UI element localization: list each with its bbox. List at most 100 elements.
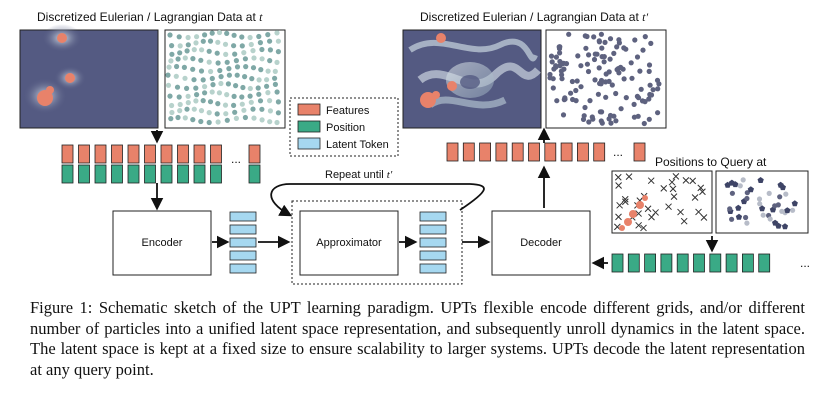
feature-token — [560, 142, 573, 162]
particle-dot — [274, 30, 280, 36]
particle-dot — [174, 63, 180, 70]
feature-token — [144, 144, 156, 164]
particle-dot — [249, 76, 255, 82]
feature-token — [78, 144, 90, 164]
particle-dot — [554, 98, 560, 104]
particle-dot — [631, 114, 638, 120]
output-feature-token-row — [446, 142, 646, 162]
particle-dot — [242, 114, 248, 121]
particle-dot — [607, 36, 614, 42]
particle-dot — [168, 58, 174, 64]
particle-dot — [259, 56, 265, 62]
position-token — [78, 164, 90, 184]
particle-dot — [168, 116, 174, 122]
figure-caption: Figure 1: Schematic sketch of the UPT le… — [30, 298, 805, 379]
query-pentagon-mark — [735, 204, 742, 211]
particle-dot — [585, 68, 592, 75]
particle-dot — [275, 49, 281, 55]
particle-dot — [548, 53, 555, 59]
query-cross-mark — [616, 201, 623, 209]
particle-dot — [594, 51, 600, 57]
particle-dot — [241, 50, 247, 56]
particle-dot — [558, 68, 565, 74]
object-blob — [642, 195, 648, 201]
position-token — [709, 253, 722, 273]
particle-dot — [251, 55, 257, 61]
particle-dot — [275, 110, 281, 116]
position-token — [144, 164, 156, 184]
particle-dot — [233, 83, 239, 89]
query-positions-cross-image — [611, 170, 713, 234]
object-blob — [624, 218, 632, 226]
particle-dot — [634, 54, 641, 60]
particle-dot — [234, 72, 240, 78]
query-cross-mark — [669, 185, 677, 193]
particle-dot — [559, 76, 565, 82]
particle-dot — [210, 82, 216, 88]
particle-dot — [655, 110, 661, 116]
particle-dot — [200, 77, 206, 83]
query-cross-mark — [680, 217, 688, 225]
query-cross-mark — [625, 173, 633, 181]
particle-dot — [586, 119, 592, 125]
particle-dot — [772, 203, 778, 209]
particle-dot — [737, 183, 743, 189]
particle-dot — [167, 93, 173, 99]
particle-dot — [575, 53, 581, 59]
feature-token — [177, 144, 189, 164]
query-pentagon-mark — [724, 181, 731, 188]
particle-dot — [267, 119, 273, 125]
particle-dot — [177, 108, 183, 114]
latent-token — [419, 237, 447, 248]
particle-dot — [167, 32, 173, 38]
query-pentagon-mark — [728, 179, 735, 186]
feature-token — [577, 142, 589, 162]
particle-dot — [216, 90, 222, 96]
query-cross-mark — [614, 173, 622, 181]
particle-dot — [185, 93, 191, 99]
decoder-block — [491, 210, 591, 276]
decoder-label: Decoder — [520, 237, 562, 249]
particle-dot — [640, 47, 646, 53]
particle-dot — [218, 74, 224, 80]
object-blob — [619, 225, 625, 231]
particle-dot — [169, 51, 175, 57]
particle-dot — [267, 47, 273, 53]
particle-dot — [646, 116, 652, 122]
particle-dot — [257, 98, 264, 104]
latent-token — [419, 211, 447, 222]
particle-dot — [166, 64, 172, 70]
latent-token — [419, 263, 447, 274]
query-cross-mark — [615, 213, 622, 221]
particle-dot — [231, 43, 237, 49]
query-cross-mark — [672, 173, 680, 180]
particle-dot — [603, 94, 609, 100]
particle-dot — [190, 56, 196, 62]
feature-token — [495, 142, 508, 162]
query-cross-mark — [668, 178, 676, 186]
particle-dot — [634, 93, 641, 99]
particle-dot — [224, 117, 230, 123]
particle-dot — [647, 82, 653, 88]
particle-dot — [642, 99, 648, 105]
particle-dot — [185, 42, 191, 48]
query-cross-mark — [670, 193, 678, 200]
particle-dot — [190, 117, 196, 123]
particle-dot — [744, 190, 750, 196]
particle-dot — [562, 95, 568, 101]
particle-dot — [174, 84, 181, 90]
particle-dot — [218, 80, 224, 87]
query-cross-mark — [695, 208, 702, 216]
particle-dot — [560, 112, 567, 118]
approximator-loop-region — [291, 200, 463, 285]
query-cross-mark — [647, 177, 655, 185]
particle-dot — [231, 93, 237, 99]
legend-position-label: Position — [326, 122, 365, 134]
particle-dot — [729, 190, 736, 196]
query-position-token-row — [611, 253, 771, 273]
particle-dot — [596, 65, 602, 71]
repeat-label: Repeat until t′ — [325, 169, 393, 181]
particle-dot — [646, 96, 652, 102]
particle-dot — [222, 41, 229, 47]
particle-dot — [258, 67, 264, 73]
